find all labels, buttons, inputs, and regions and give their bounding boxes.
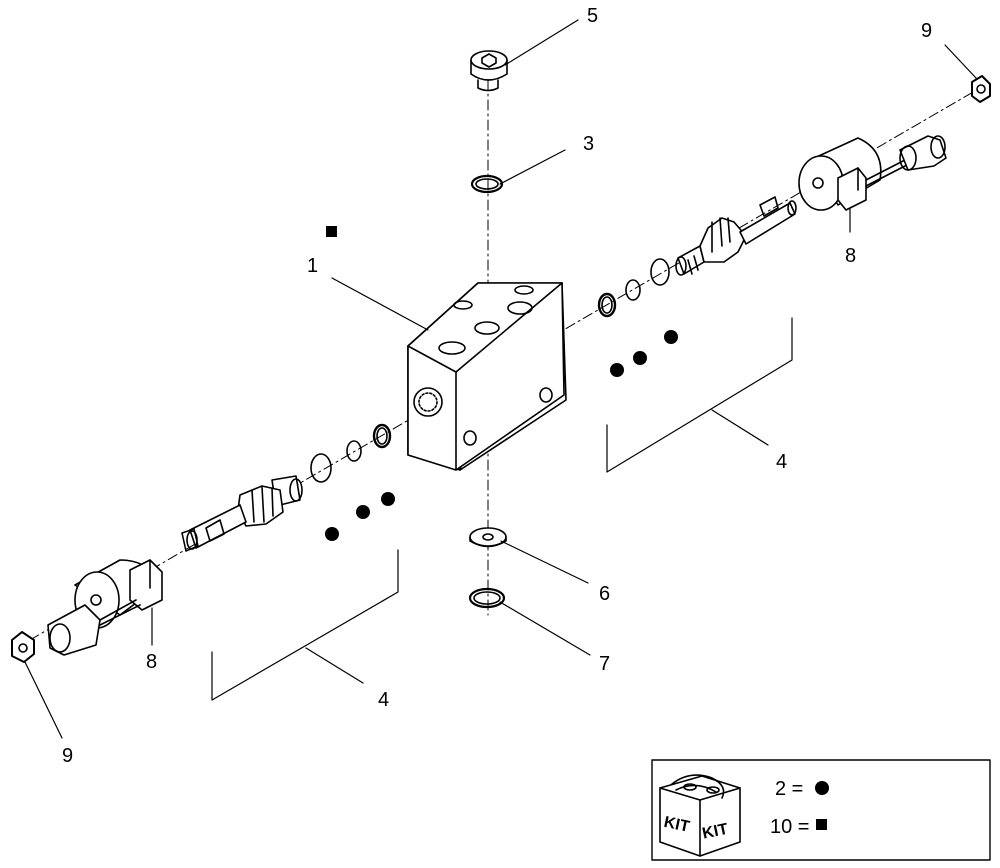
kit-label-right: KIT [701,821,730,843]
kit-legend-text: KIT KIT 2 = 10 = [662,778,809,843]
right-solenoid-coil [798,135,947,211]
washer-part-6 [469,527,507,548]
dot-marker [633,351,647,365]
right-cartridge-valve [675,196,797,276]
callout-9-left: 9 [62,745,73,767]
callout-8-right: 8 [845,245,856,267]
kit-label-left: KIT [662,814,691,836]
left-cartridge-valve [181,475,303,552]
callout-7: 7 [599,653,610,675]
dot-marker [356,505,370,519]
legend-item-2: 2 = [775,778,803,800]
plug-part-5 [470,50,508,92]
callout-9-right: 9 [921,20,932,42]
dot-marker [381,492,395,506]
left-nut-part-9 [11,631,35,663]
oring-part-7 [468,587,506,609]
legend-dot-marker [815,781,829,795]
kit-markers [325,226,829,830]
square-marker [326,226,337,237]
kit-legend-box [651,759,991,861]
left-seal-set [310,423,392,483]
valve-block-part-1 [407,282,567,471]
leader-lines [24,19,977,739]
right-seal-set [597,258,670,318]
right-nut-part-9 [971,75,991,103]
callout-6: 6 [599,583,610,605]
callout-8-left: 8 [146,651,157,673]
callout-5: 5 [587,5,598,27]
oring-part-3 [470,174,504,194]
legend-item-10: 10 = [770,816,809,838]
legend-square-marker [816,819,827,830]
callout-labels: 5 3 1 9 8 4 6 7 8 4 9 [62,5,932,767]
callout-3: 3 [583,133,594,155]
callout-1: 1 [307,255,318,277]
dot-marker [325,527,339,541]
callout-4-right: 4 [776,451,787,473]
callout-4-left: 4 [378,689,389,711]
dot-marker [610,363,624,377]
dot-marker [664,330,678,344]
left-solenoid-coil [47,559,163,656]
